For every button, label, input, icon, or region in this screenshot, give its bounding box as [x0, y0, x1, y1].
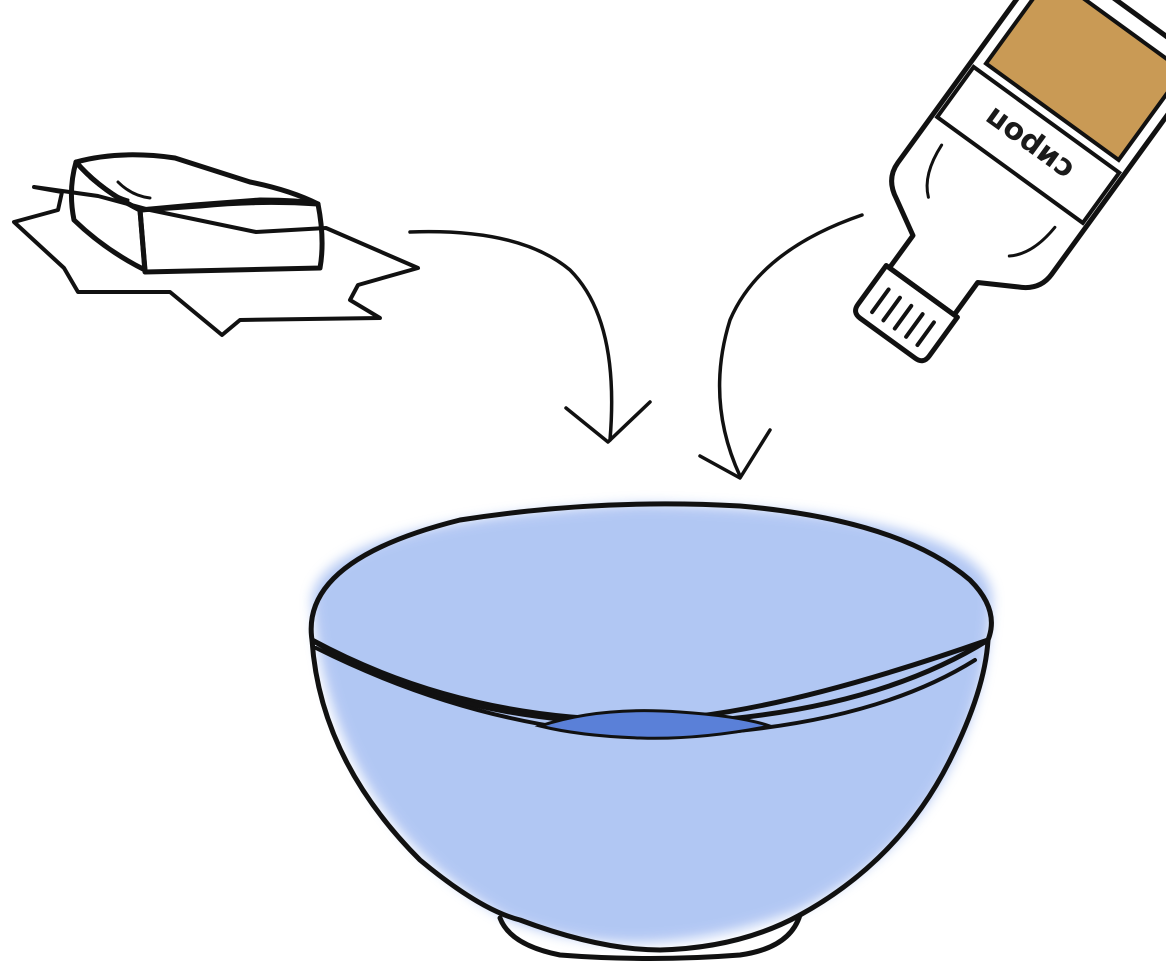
bowl-base	[497, 912, 803, 961]
butter-wrapper	[12, 185, 420, 337]
arrow-syrup-to-bowl	[698, 213, 864, 480]
bowl-inner-bottom	[534, 709, 776, 740]
arrow-butter-to-bowl	[408, 229, 652, 444]
butter-block-icon	[12, 152, 420, 337]
bottle-body	[886, 0, 1166, 318]
butter-front-face	[137, 197, 325, 275]
syrup-fill	[983, 0, 1166, 163]
bottle-label	[934, 64, 1123, 226]
bottle-cap	[853, 262, 960, 364]
syrup-bottle-icon: сироп	[853, 0, 1166, 364]
mixing-bowl-icon	[308, 501, 994, 961]
butter-left-face	[68, 159, 148, 273]
